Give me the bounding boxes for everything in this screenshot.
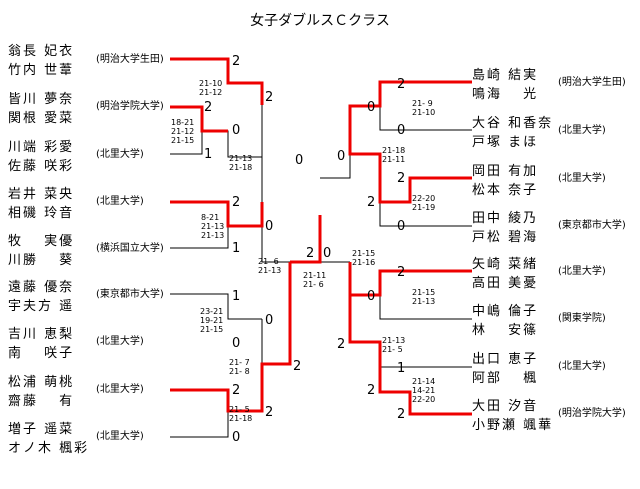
score: 1 [397,361,406,376]
score: 2 [337,337,346,352]
set-scores: 21-14 14-21 22-20 [412,377,436,404]
left-team-2: 皆川 夢奈関根 愛菜 [8,92,75,126]
score: 0 [337,149,346,164]
score: 2 [265,90,274,105]
page-title: 女子ダブルスＣクラス [250,13,390,29]
left-team-1-affiliation: (明治大学生田) [96,54,164,65]
score: 2 [397,265,406,280]
left-team-4-affiliation: (北里大学) [96,196,144,207]
set-scores: 8-21 21-13 21-13 [201,213,225,240]
left-team-7-affiliation: (北里大学) [96,336,144,347]
score: 2 [367,195,376,210]
score: 1 [232,289,241,304]
right-team-2: 大谷 和香奈戸塚 まほ [472,116,554,150]
set-scores: 21-15 21-16 [352,249,376,267]
score: 2 [204,100,213,115]
score: 0 [232,430,241,445]
set-scores: 21- 5 21-18 [229,405,253,423]
score: 2 [232,54,241,69]
score: 0 [232,123,241,138]
score: 0 [295,153,304,168]
right-team-4-affiliation: (東京都市大学) [558,220,626,231]
score: 1 [204,147,213,162]
score: 0 [232,336,241,351]
right-team-3: 岡田 有加松本 奈子 [472,164,539,198]
left-team-3-affiliation: (北里大学) [96,149,144,160]
right-team-5: 矢崎 菜緒高田 美憂 [472,257,539,291]
left-team-8-affiliation: (北里大学) [96,384,144,395]
right-team-3-affiliation: (北里大学) [558,173,606,184]
left-team-1: 翁長 妃衣竹内 世葦 [8,44,75,78]
set-scores: 21- 9 21-10 [412,99,436,117]
score: 2 [397,407,406,422]
right-team-5-affiliation: (北里大学) [558,266,606,277]
left-team-5: 牧 実優川勝 葵 [8,234,75,268]
left-team-5-affiliation: (横浜国立大学) [96,243,164,254]
left-team-9: 増子 遥菜オノ木 楓彩 [8,422,90,456]
left-team-7: 吉川 恵梨南 咲子 [8,327,75,361]
score: 2 [265,405,274,420]
score: 2 [232,383,241,398]
score: 0 [397,123,406,138]
score: 2 [232,195,241,210]
set-scores: 18-21 21-12 21-15 [171,118,195,145]
set-scores: 22-20 21-19 [412,194,436,212]
set-scores: 21- 6 21-13 [258,257,282,275]
set-scores: 23-21 19-21 21-15 [200,307,224,334]
score: 1 [232,241,241,256]
left-team-6-affiliation: (東京都市大学) [96,289,164,300]
right-team-7: 出口 恵子阿部 楓 [472,352,539,386]
right-team-6-affiliation: (関東学院) [558,313,606,324]
right-team-8-affiliation: (明治学院大学) [558,408,626,419]
left-team-9-affiliation: (北里大学) [96,431,144,442]
right-team-4: 田中 綾乃戸松 碧海 [472,211,539,245]
final-score-left: 2 [306,246,315,261]
left-team-6: 遠藤 優奈宇夫方 遥 [8,280,75,314]
score: 0 [367,289,376,304]
set-scores: 21-11 21- 6 [303,271,327,289]
score: 2 [397,171,406,186]
score: 2 [367,383,376,398]
set-scores: 21-10 21-12 [199,79,223,97]
set-scores: 21-13 21-18 [229,154,253,172]
score: 2 [293,359,302,374]
set-scores: 21- 7 21- 8 [229,358,250,376]
right-team-7-affiliation: (北里大学) [558,361,606,372]
set-scores: 21-13 21- 5 [382,336,406,354]
right-team-6: 中嶋 倫子林 安篠 [472,304,539,338]
set-scores: 21-15 21-13 [412,288,436,306]
right-team-1-affiliation: (明治大学生田) [558,77,626,88]
score: 0 [397,219,406,234]
score: 0 [367,100,376,115]
set-scores: 21-18 21-11 [382,146,406,164]
score: 2 [397,77,406,92]
right-team-8: 大田 汐音小野瀬 颯華 [472,399,554,433]
final-score-right: 0 [323,246,332,261]
score: 0 [265,313,274,328]
left-team-3: 川端 彩愛佐藤 咲彩 [8,140,75,174]
score: 0 [265,219,274,234]
right-team-2-affiliation: (北里大学) [558,125,606,136]
left-team-4: 岩井 菜央相磯 玲音 [8,187,75,221]
left-team-2-affiliation: (明治学院大学) [96,101,164,112]
right-team-1: 島崎 結実鳴海 光 [472,68,539,102]
left-team-8: 松浦 萌桃齋藤 有 [8,375,75,409]
